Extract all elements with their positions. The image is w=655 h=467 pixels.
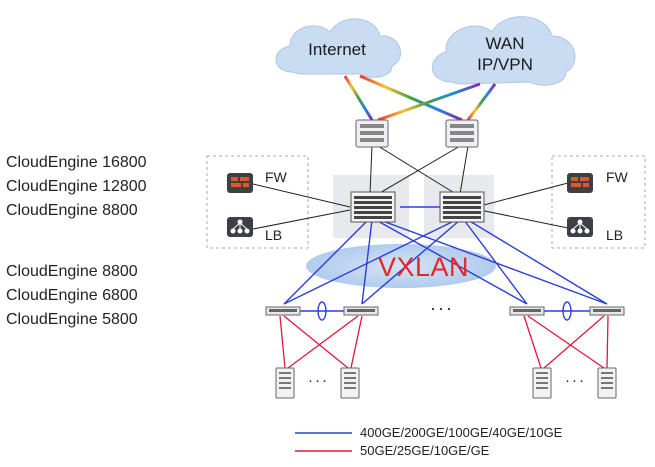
core-series-label: CloudEngine 12800 (6, 178, 147, 195)
legend-access-label: 50GE/25GE/10GE/GE (360, 443, 490, 458)
leaf-switch (589, 306, 625, 316)
leaf-series-label: CloudEngine 5800 (6, 311, 138, 328)
wan-label-line2: IP/VPN (477, 55, 533, 74)
wan-cloud (431, 16, 576, 86)
left-service-box (206, 155, 309, 249)
wan-label-line1: WAN (485, 34, 525, 53)
core-series-label: CloudEngine 8800 (6, 202, 138, 219)
firewall-icon-right (567, 173, 593, 193)
firewall-icon-left (227, 173, 253, 193)
core-switch-left (350, 191, 396, 223)
server-icon (532, 367, 552, 399)
leaf-switch (343, 306, 379, 316)
server-icon (597, 367, 617, 399)
fw-label-right: FW (606, 169, 628, 185)
internet-cloud (275, 18, 402, 78)
right-service-box (551, 155, 646, 249)
edge-router-right (445, 119, 479, 148)
vxlan-overlay (306, 244, 496, 288)
leaf-series-label: CloudEngine 8800 (6, 263, 138, 280)
core-switch-right (439, 191, 485, 223)
server-ellipsis-right: ··· (565, 372, 586, 389)
service-links (252, 182, 569, 230)
lb-label-left: LB (265, 227, 283, 243)
leaf-switch (265, 306, 301, 316)
leaf-series-label: CloudEngine 6800 (6, 287, 138, 304)
router-core-links (369, 145, 469, 195)
uplink-links (343, 74, 497, 122)
server-icon (340, 367, 360, 399)
server-ellipsis-left: ··· (308, 372, 329, 389)
internet-label: Internet (308, 40, 366, 59)
server-icon (275, 367, 295, 399)
leaf-switch (509, 306, 545, 316)
fw-label-left: FW (265, 169, 287, 185)
legend-fabric-label: 400GE/200GE/100GE/40GE/10GE (360, 425, 563, 440)
edge-router-left (355, 119, 389, 148)
spine-leaf-links (283, 219, 608, 305)
leaf-pair-links (300, 301, 590, 321)
core-series-label: CloudEngine 16800 (6, 154, 147, 171)
lb-label-right: LB (606, 227, 624, 243)
vxlan-label: VXLAN (378, 252, 470, 282)
access-links (279, 315, 609, 369)
load-balancer-icon-right (567, 217, 593, 237)
leaf-ellipsis: ··· (430, 298, 454, 318)
load-balancer-icon-left (227, 217, 253, 237)
